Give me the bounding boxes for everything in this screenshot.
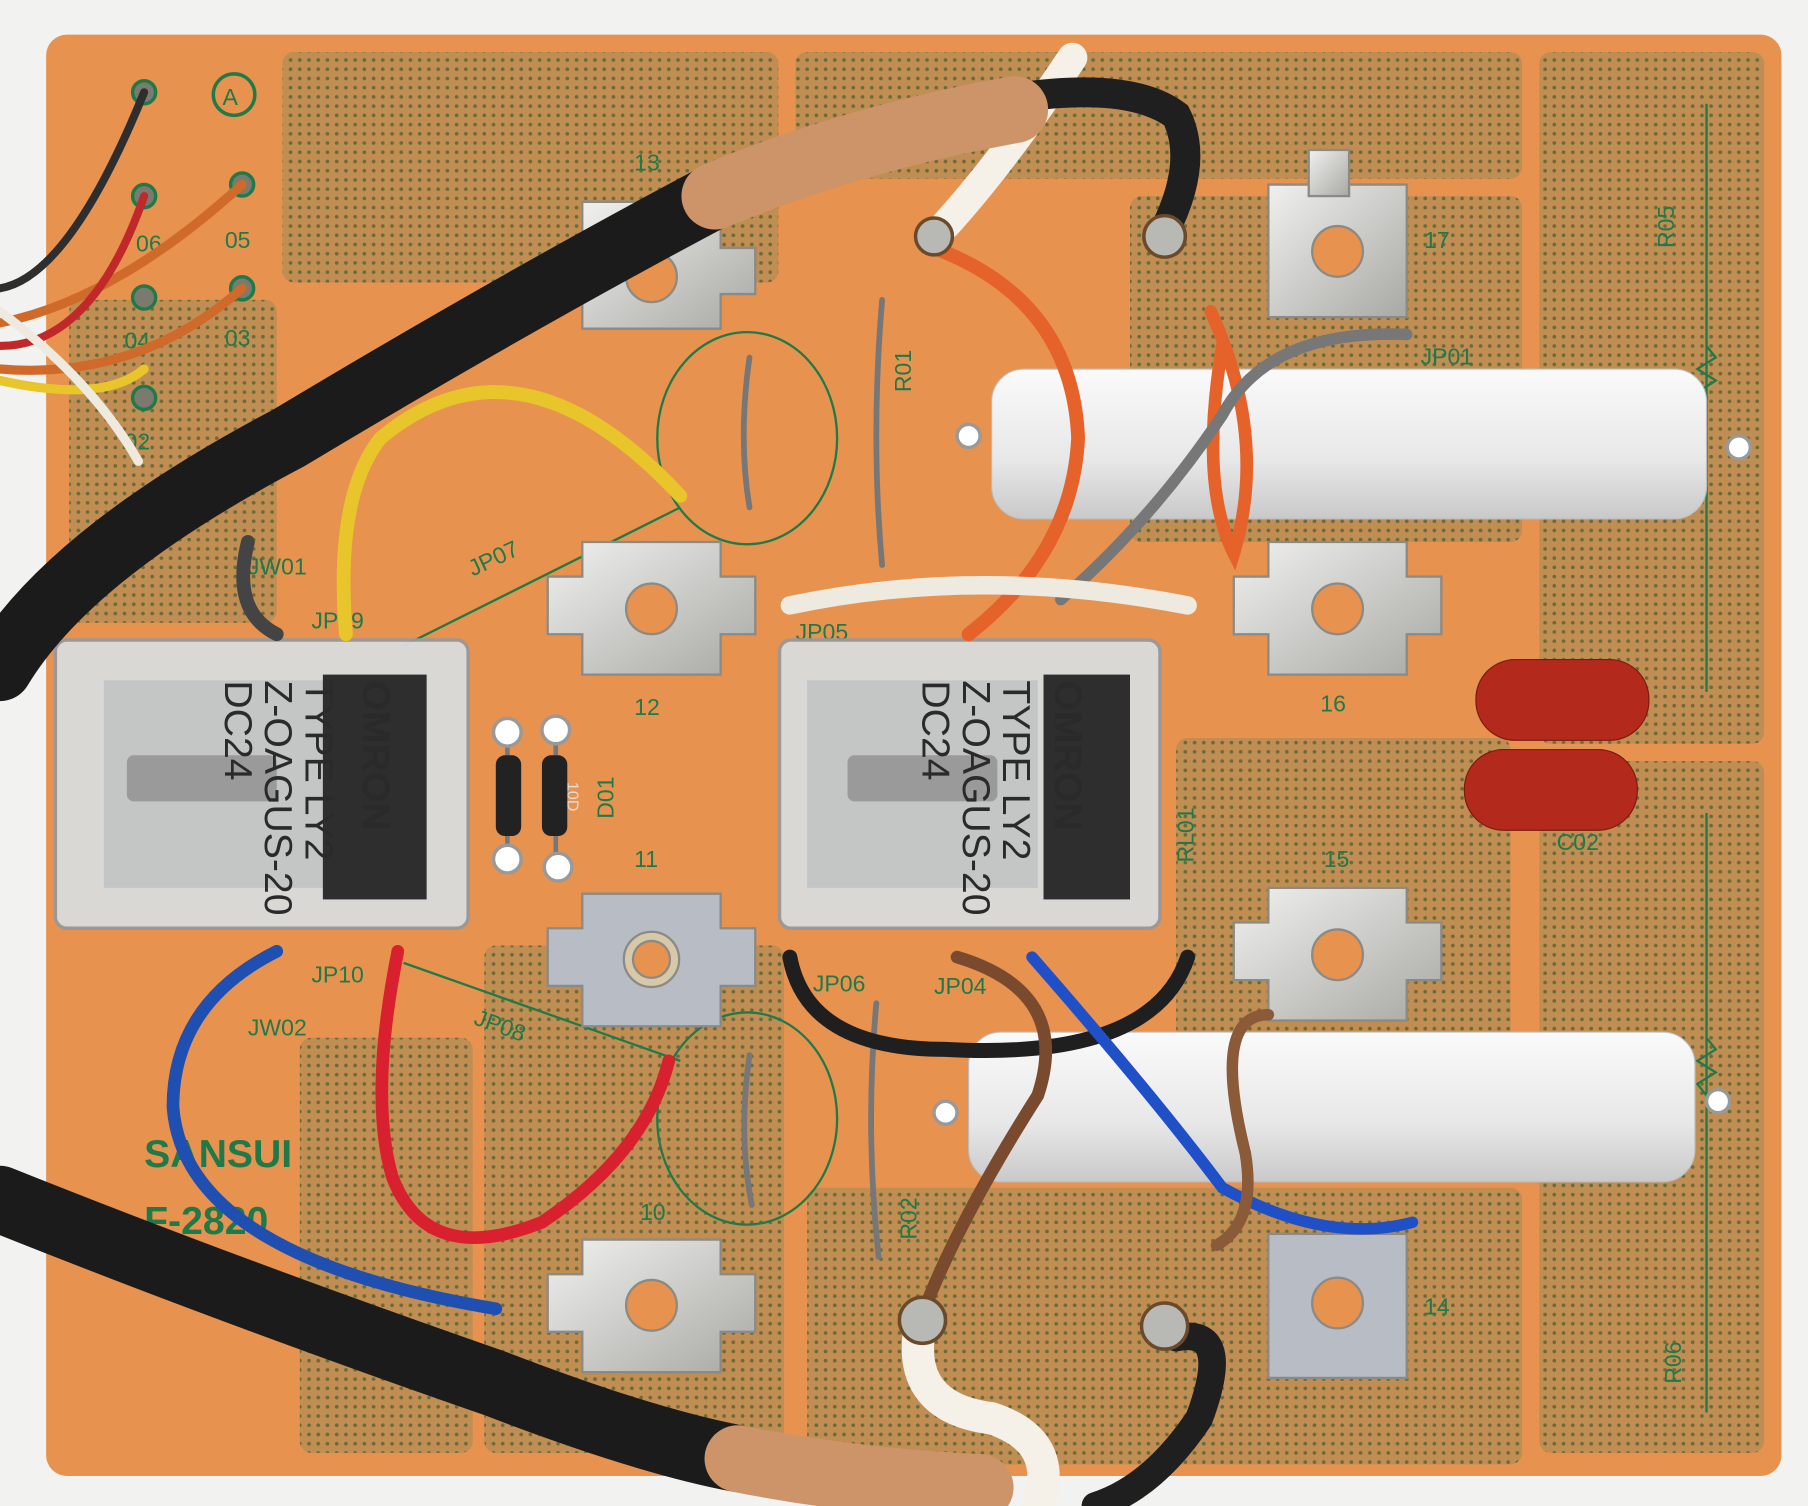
solder-lugs: [897, 213, 1190, 1351]
component-label: RL01: [1172, 807, 1198, 862]
terminal-label: 12: [634, 694, 660, 720]
relay-type: TYPE LY2: [994, 680, 1037, 860]
relay-brand: OMRON: [354, 680, 397, 830]
brand-label: SANSUI: [144, 1133, 292, 1176]
jumper-label: JP01: [1421, 343, 1474, 369]
terminal-16: [1232, 540, 1443, 676]
jumper-label: JP06: [813, 971, 866, 997]
corner-mark: A: [223, 84, 239, 110]
pin-label: 03: [225, 325, 251, 351]
terminal-label: 10: [640, 1199, 666, 1225]
power-cables: [0, 76, 1049, 1506]
power-resistor-r02: [932, 1031, 1732, 1183]
wires: [0, 42, 1419, 1506]
diodes-d01: 10D: [491, 714, 581, 883]
component-label: D01: [592, 776, 618, 818]
diode-marking: 10D: [563, 782, 581, 812]
component-label: R05: [1653, 206, 1679, 248]
terminal-15: [1232, 886, 1443, 1022]
jumper-label: JW02: [248, 1014, 307, 1040]
terminal-label: 13: [634, 150, 660, 176]
component-label: R01: [890, 350, 916, 392]
relay-1: TYPE LY2 Z-OAGUS-20 DC24 OMRON: [53, 638, 470, 930]
terminal-label: 15: [1324, 846, 1350, 872]
relay-2: TYPE LY2 Z-OAGUS-20 DC24 OMRON: [777, 638, 1162, 930]
terminal-12: [546, 540, 757, 676]
relay-type: TYPE LY2: [297, 680, 340, 860]
component-label: R02: [896, 1197, 922, 1239]
relay-brand: OMRON: [1046, 680, 1089, 830]
terminal-label: 16: [1320, 690, 1346, 716]
terminal-label: 11: [634, 846, 658, 872]
capacitors-c02: [1463, 659, 1650, 831]
pin-label: 05: [225, 227, 251, 253]
terminal-10: [546, 1238, 757, 1374]
terminal-11: [546, 892, 757, 1028]
jumper-label: JW01: [248, 553, 307, 579]
relay-model: Z-OAGUS-20: [954, 680, 997, 915]
component-label: C02: [1557, 829, 1599, 855]
terminal-label: 17: [1424, 227, 1450, 253]
jumper-label: JP10: [311, 961, 364, 987]
terminal-label: 14: [1424, 1294, 1450, 1320]
relay-voltage: DC24: [216, 680, 259, 780]
terminal-17: [1267, 148, 1408, 319]
terminal-14: [1267, 1232, 1408, 1380]
relay-voltage: DC24: [913, 680, 956, 780]
component-label: R06: [1660, 1341, 1686, 1383]
jumper-label: JP04: [934, 973, 987, 999]
relay-model: Z-OAGUS-20: [256, 680, 299, 915]
